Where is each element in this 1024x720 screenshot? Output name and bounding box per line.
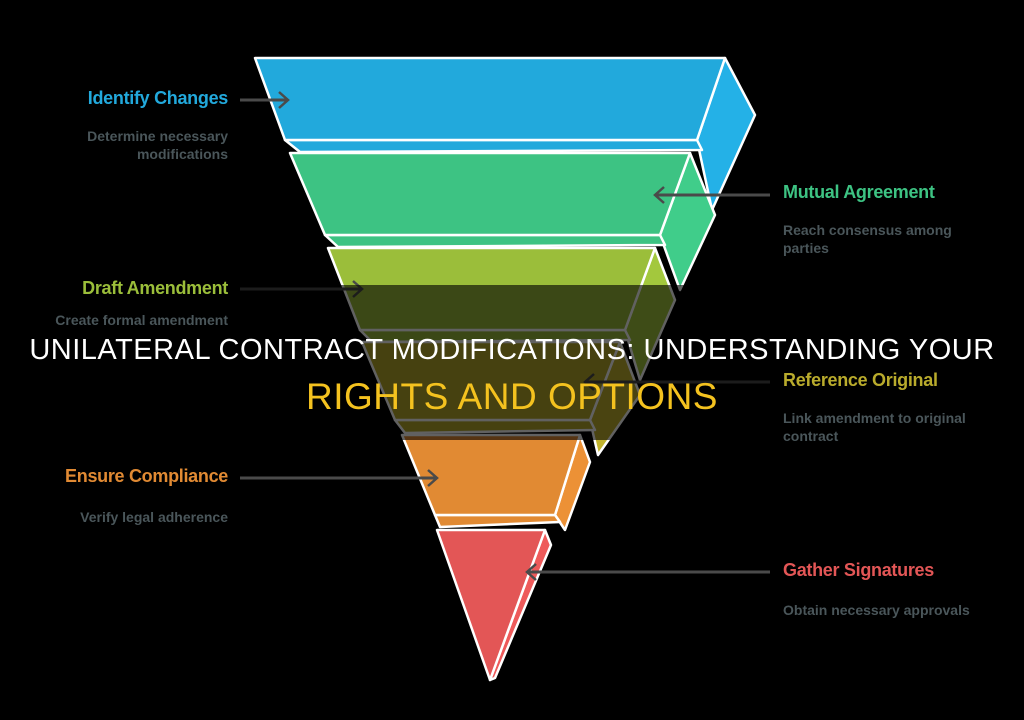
stage-label-ensure-compliance: Ensure Compliance <box>65 466 228 486</box>
stage-label-gather-signatures: Gather Signatures <box>783 560 934 580</box>
arrowhead-icon <box>278 91 290 109</box>
connector-arrow-ensure-compliance <box>240 469 439 487</box>
funnel-segment-gather-signatures <box>435 528 547 682</box>
stage-label-identify-changes: Identify Changes <box>87 88 229 108</box>
stage-label-draft-amendment: Draft Amendment <box>82 278 228 298</box>
arrowhead-icon <box>525 563 537 581</box>
funnel-lip-ensure-compliance <box>433 513 562 529</box>
title-overlay-band <box>0 285 1024 440</box>
funnel-segment-mutual-agreement <box>288 151 692 237</box>
connector-arrow-identify-changes <box>240 91 290 109</box>
funnel-lip-identify-changes <box>283 138 704 154</box>
stage-label-reference-original: Reference Original <box>783 370 938 390</box>
funnel-segment-ensure-compliance <box>400 433 582 517</box>
page-title-line-2: RIGHTS AND OPTIONS <box>306 376 718 417</box>
arrowhead-icon <box>653 186 665 204</box>
stage-desc-identify-changes: Determine necessary modifications <box>87 128 228 162</box>
stage-desc-mutual-agreement: Reach consensus among parties <box>783 222 952 256</box>
funnel-segment-identify-changes <box>253 56 727 142</box>
stage-desc-gather-signatures: Obtain necessary approvals <box>783 602 970 618</box>
funnel-lip-mutual-agreement <box>323 233 667 249</box>
stage-desc-ensure-compliance: Verify legal adherence <box>80 509 228 525</box>
arrowhead-icon <box>427 469 439 487</box>
page-title-line-1: UNILATERAL CONTRACT MODIFICATIONS: UNDER… <box>29 334 995 366</box>
stage-desc-draft-amendment: Create formal amendment <box>55 312 228 328</box>
connector-arrow-gather-signatures <box>525 563 770 581</box>
stage-desc-reference-original: Link amendment to original contract <box>783 410 966 444</box>
stage-label-mutual-agreement: Mutual Agreement <box>783 182 935 202</box>
connector-arrow-mutual-agreement <box>653 186 770 204</box>
